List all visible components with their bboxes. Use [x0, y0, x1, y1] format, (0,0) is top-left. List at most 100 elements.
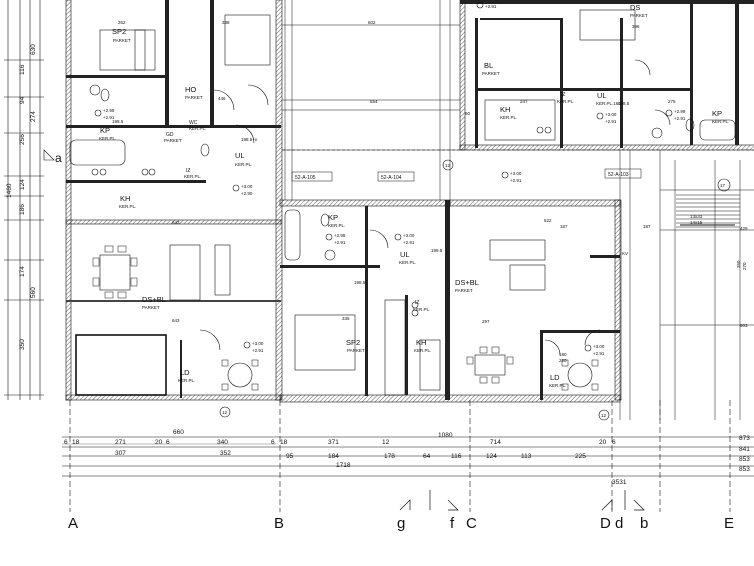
svg-text:522: 522 — [544, 218, 552, 223]
dim-left-186: 186 — [19, 204, 26, 215]
svg-text:IZ: IZ — [415, 300, 419, 306]
svg-text:18: 18 — [280, 439, 288, 446]
unit-code: 52-A-105 — [295, 175, 316, 181]
walls — [65, 0, 754, 403]
dim-left-94: 94 — [19, 96, 26, 104]
dim-left-630: 630 — [30, 44, 37, 55]
svg-text:DS+BL: DS+BL — [455, 278, 479, 287]
axis-label: B — [274, 515, 284, 532]
svg-text:60: 60 — [465, 111, 471, 116]
wardrobe-icon — [134, 29, 146, 71]
svg-text:IZ: IZ — [561, 92, 565, 98]
svg-text:+2.91: +2.91 — [605, 119, 617, 124]
svg-text:12: 12 — [382, 439, 390, 446]
toilet-icon — [685, 118, 695, 132]
svg-text:KV: KV — [622, 251, 628, 256]
dim-left-174: 174 — [19, 266, 26, 277]
section-marker-a: a — [43, 149, 62, 165]
svg-text:KP: KP — [100, 126, 110, 135]
level-marker: +3.00 +2.91 — [596, 112, 617, 124]
svg-text:PARKET: PARKET — [113, 38, 131, 43]
svg-text:116: 116 — [451, 453, 462, 460]
svg-text:6: 6 — [166, 439, 170, 446]
sofa-icon — [489, 239, 546, 261]
svg-text:352: 352 — [220, 450, 231, 457]
level-markers: +2.99+2.91 +3.00+2.90 +3.00+2.91 +2.99+2… — [94, 1, 686, 356]
toilet-icon — [200, 143, 210, 157]
dim-left-1460: 1460 — [6, 183, 13, 198]
svg-text:+2.91: +2.91 — [485, 4, 497, 9]
svg-text:KER.PL.: KER.PL. — [712, 119, 729, 124]
axis-label: C — [466, 515, 477, 532]
dining-table-icon — [99, 254, 131, 291]
level-marker: +2.91 — [476, 1, 497, 9]
svg-text:KER.PL.: KER.PL. — [184, 174, 201, 179]
svg-text:371: 371 — [328, 439, 339, 446]
level-marker: +3.00+2.91 — [243, 341, 264, 353]
svg-text:KER.PL.: KER.PL. — [414, 348, 431, 353]
svg-text:KH: KH — [416, 338, 426, 347]
svg-text:20: 20 — [155, 439, 163, 446]
svg-text:+2.99: +2.99 — [674, 109, 686, 114]
svg-text:187: 187 — [643, 224, 651, 229]
svg-text:+2.90: +2.90 — [241, 191, 253, 196]
svg-text:1080: 1080 — [438, 432, 453, 439]
svg-text:20: 20 — [599, 439, 607, 446]
svg-text:95: 95 — [286, 453, 294, 460]
svg-text:+2.91: +2.91 — [674, 116, 686, 121]
round-table-icon — [227, 362, 253, 388]
svg-text:+2.91: +2.91 — [403, 240, 415, 245]
level-marker: +2.99+2.91 — [94, 108, 115, 120]
svg-text:KH: KH — [500, 105, 510, 114]
level-marker: +3.00+2.91 — [394, 233, 415, 245]
svg-text:IZ: IZ — [186, 168, 190, 174]
svg-text:PARKET: PARKET — [142, 305, 160, 310]
svg-text:+3.00: +3.00 — [241, 184, 253, 189]
svg-text:SP2: SP2 — [112, 27, 126, 36]
svg-text:714: 714 — [490, 439, 501, 446]
svg-text:184: 184 — [328, 453, 339, 460]
level-marker: +3.00 +2.90 — [232, 184, 253, 196]
svg-text:18: 18 — [72, 439, 80, 446]
bed-icon — [579, 9, 636, 41]
svg-text:KER.PL.: KER.PL. — [99, 136, 116, 141]
svg-text:+3.00: +3.00 — [510, 171, 522, 176]
bottom-dimension-lines — [62, 400, 754, 512]
furniture — [69, 9, 736, 396]
svg-text:SP2: SP2 — [346, 338, 360, 347]
bottom-dimension-labels: 660 1080 6 18 271 20 6 340 6 18 371 12 7… — [64, 429, 750, 486]
svg-text:841: 841 — [739, 446, 750, 453]
svg-text:198.5: 198.5 — [431, 248, 443, 253]
svg-text:198.5: 198.5 — [354, 280, 366, 285]
section-cut-symbols — [399, 490, 645, 511]
svg-text:LD: LD — [180, 368, 190, 377]
unit-code: 52-A-104 — [381, 175, 402, 181]
svg-text:+2.91: +2.91 — [252, 348, 264, 353]
axis-label: D — [600, 515, 611, 532]
svg-text:340: 340 — [217, 439, 228, 446]
svg-text:124: 124 — [486, 453, 497, 460]
kitchen-counter-icon — [484, 99, 556, 141]
svg-text:+2.91: +2.91 — [334, 240, 346, 245]
svg-text:KH: KH — [120, 194, 130, 203]
svg-text:KP: KP — [712, 109, 722, 118]
svg-text:+3.00: +3.00 — [605, 112, 617, 117]
svg-text:225: 225 — [575, 453, 586, 460]
svg-text:803: 803 — [740, 323, 748, 328]
svg-text:KER.PL.: KER.PL. — [328, 223, 345, 228]
axis-labels: A B g f C D d b E — [68, 515, 734, 532]
left-dimensions — [4, 0, 44, 400]
svg-text:338: 338 — [222, 20, 230, 25]
